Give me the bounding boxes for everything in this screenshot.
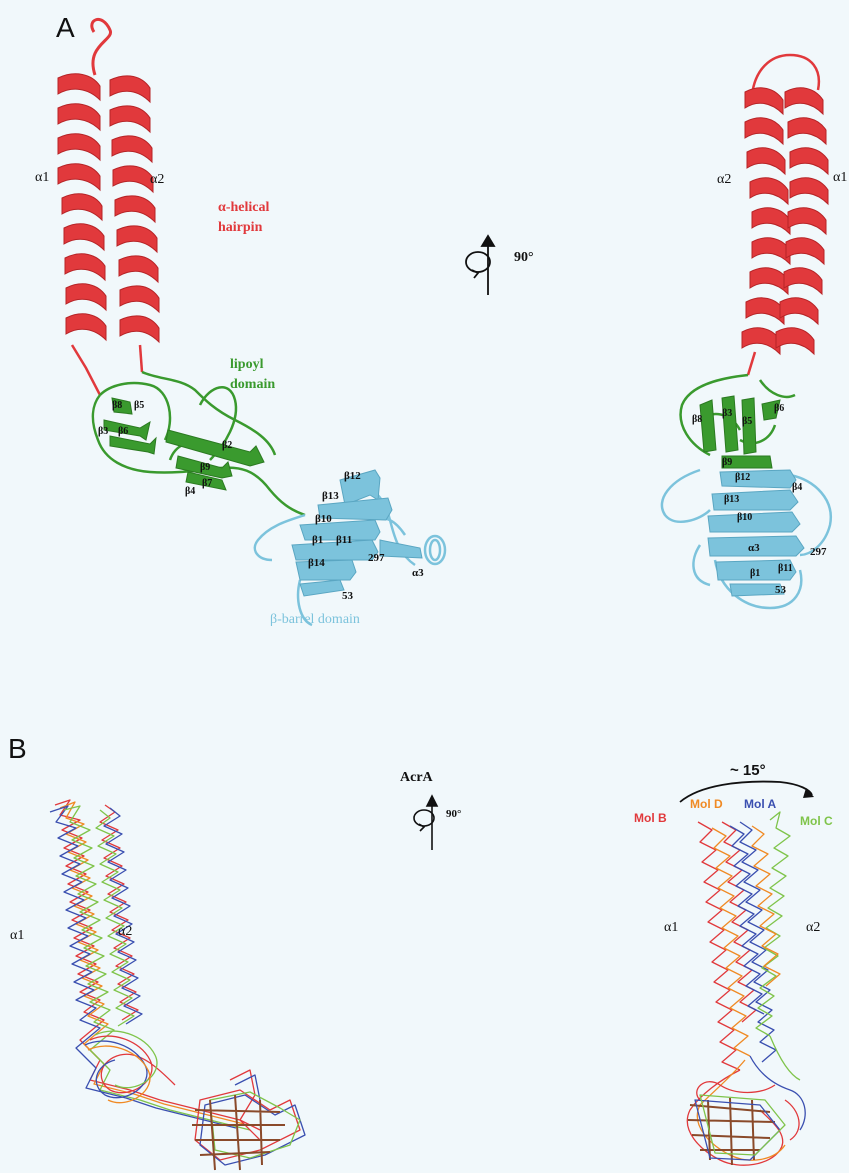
hairpin-label-line1: α-helical bbox=[218, 200, 269, 216]
residue-label: 53 bbox=[342, 590, 353, 602]
rotation-icon-b bbox=[414, 796, 437, 850]
strand-label: β9 bbox=[200, 462, 210, 473]
strand-label: β1 bbox=[312, 534, 323, 546]
strand-label: β14 bbox=[308, 557, 325, 569]
angle-label: ~ 15° bbox=[730, 762, 766, 779]
rotation-icon-a bbox=[466, 236, 494, 295]
residue-label: 53 bbox=[775, 584, 786, 596]
strand-label: β1 bbox=[750, 568, 760, 579]
alpha1-label-a-left: α1 bbox=[35, 170, 49, 186]
strand-label: β2 bbox=[222, 440, 232, 451]
barrel-domain-label: β-barrel domain bbox=[270, 612, 360, 628]
strand-label: β9 bbox=[722, 457, 732, 468]
ca-trace-left bbox=[50, 800, 305, 1170]
mol-b-label: Mol B bbox=[634, 811, 667, 825]
strand-label: β12 bbox=[344, 470, 361, 482]
lipoyl-label-line1: lipoyl bbox=[230, 357, 263, 373]
lipoyl-label-line2: domain bbox=[230, 377, 275, 393]
alpha2-label-b-right: α2 bbox=[806, 920, 820, 936]
residue-label: 297 bbox=[368, 552, 385, 564]
strand-label: β3 bbox=[722, 408, 732, 419]
helix-label: α3 bbox=[748, 542, 760, 554]
lipoyl-domain-left bbox=[93, 372, 305, 515]
rotation-label-b: 90° bbox=[446, 808, 461, 820]
strand-label: β4 bbox=[792, 482, 802, 493]
strand-label: β3 bbox=[98, 426, 108, 437]
beta-barrel-domain-right bbox=[662, 470, 831, 608]
residue-label: 297 bbox=[810, 546, 827, 558]
helix-label: α3 bbox=[412, 567, 424, 579]
helical-hairpin-right bbox=[742, 55, 828, 375]
strand-label: β11 bbox=[778, 563, 793, 574]
alpha2-label-a-right: α2 bbox=[717, 172, 731, 188]
strand-label: β6 bbox=[774, 403, 784, 414]
strand-label: β13 bbox=[724, 494, 739, 505]
ca-trace-right bbox=[687, 812, 805, 1165]
strand-label: β13 bbox=[322, 490, 339, 502]
hairpin-label-line2: hairpin bbox=[218, 220, 262, 236]
strand-label: β10 bbox=[315, 513, 332, 525]
alpha1-label-a-right: α1 bbox=[833, 170, 847, 186]
alpha2-label-b-left: α2 bbox=[118, 924, 132, 940]
panel-a-label: A bbox=[56, 12, 75, 44]
strand-label: β5 bbox=[134, 400, 144, 411]
strand-label: β8 bbox=[692, 414, 702, 425]
rotation-label-a: 90° bbox=[514, 250, 534, 266]
strand-label: β12 bbox=[735, 472, 750, 483]
mol-d-label: Mol D bbox=[690, 797, 723, 811]
strand-label: β11 bbox=[336, 534, 352, 546]
helical-hairpin-left bbox=[58, 19, 159, 395]
panel-b-label: B bbox=[8, 733, 27, 765]
strand-label: β7 bbox=[202, 478, 212, 489]
alpha1-label-b-left: α1 bbox=[10, 928, 24, 944]
acra-title: AcrA bbox=[400, 770, 433, 786]
strand-label: β5 bbox=[742, 416, 752, 427]
mol-a-label: Mol A bbox=[744, 797, 776, 811]
strand-label: β10 bbox=[737, 512, 752, 523]
alpha2-label-a-left: α2 bbox=[150, 172, 164, 188]
alpha1-label-b-right: α1 bbox=[664, 920, 678, 936]
strand-label: β6 bbox=[118, 426, 128, 437]
strand-label: β4 bbox=[185, 486, 195, 497]
mol-c-label: Mol C bbox=[800, 814, 833, 828]
strand-label: β8 bbox=[112, 400, 122, 411]
